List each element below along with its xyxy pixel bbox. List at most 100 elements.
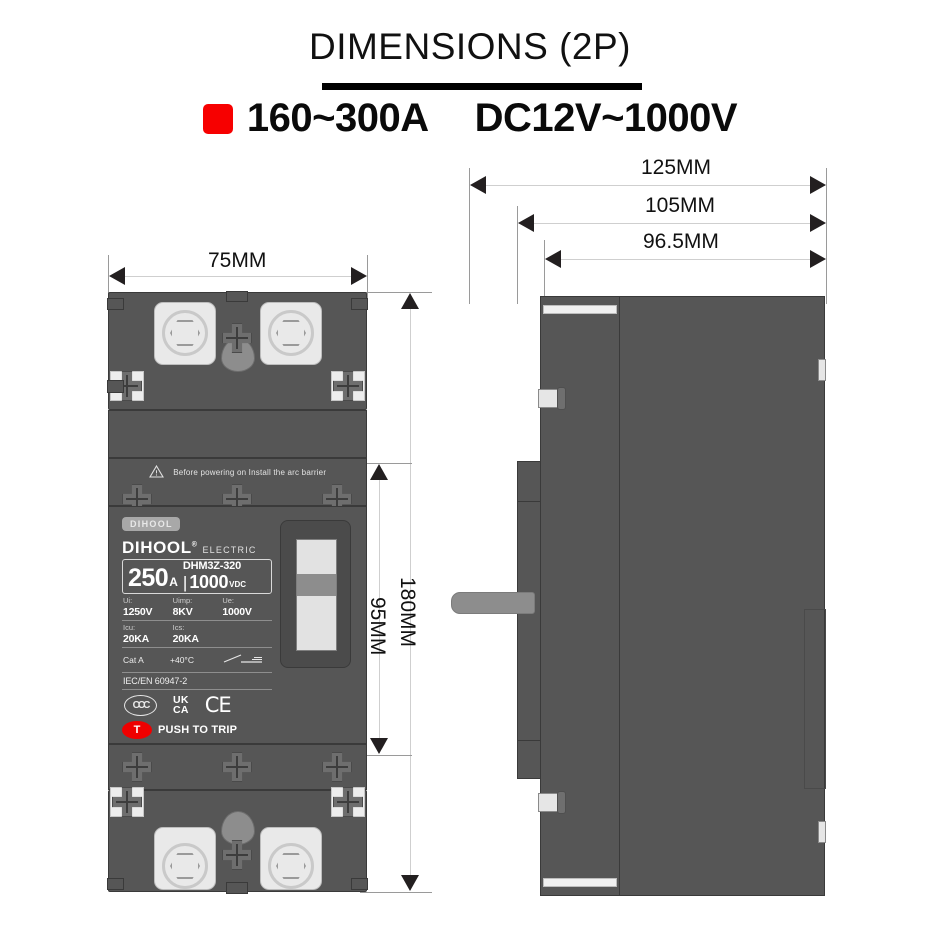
spec-row-ui: Ui: 1250V Uimp: 8KV Ue: 1000V [122, 594, 272, 622]
notch-bot-right [351, 878, 368, 890]
arc-warning-row: Before powering on Install the arc barri… [108, 462, 367, 480]
spec-ics-key: Ics: [172, 623, 185, 633]
notch-bot-left [107, 878, 124, 890]
ce-mark-icon: CE [204, 693, 232, 718]
handle-band [297, 574, 336, 596]
spec-row-icu: Icu: 20KA Ics: 20KA [122, 621, 272, 649]
dim-line-965 [546, 259, 825, 260]
spec-row-category: Cat A +40°C [122, 648, 272, 674]
front-view: Note: Unable to push the handle UP in th… [107, 291, 368, 894]
dim-arrow-95-bottom [370, 738, 388, 754]
voltage-value: 1000 [189, 572, 229, 592]
spec-ui: Ui: 1250V [123, 596, 173, 618]
ext-line-75-left [108, 255, 109, 300]
dim-line-180 [410, 294, 411, 890]
side-flange-upper [517, 461, 541, 504]
spec-ui-key: Ui: [123, 596, 133, 605]
page-title: DIMENSIONS (2P) [308, 26, 632, 67]
side-terminal-tab-bottom [557, 791, 566, 814]
handle-frame [280, 520, 351, 668]
ext-line-965-left [544, 240, 545, 304]
ukca-line-1: UK [173, 693, 189, 706]
dim-arrow-95-top [370, 464, 388, 480]
side-bottom-strip [543, 878, 617, 887]
standard-text: IEC/EN 60947-2 [122, 673, 272, 691]
ext-line-95-top [360, 463, 412, 464]
notch-top-left [107, 298, 124, 310]
hex-socket-top-right [276, 320, 306, 346]
category-value: Cat A [123, 655, 144, 666]
arc-warning-text: Before powering on Install the arc barri… [173, 468, 327, 477]
dim-arrow-75-right [351, 267, 367, 285]
front-band-upper [108, 410, 367, 458]
dim-line-125 [471, 185, 825, 186]
ext-line-125-right [826, 168, 827, 304]
spec-ue-key: Ue: [222, 596, 235, 605]
brand-suffix: ELECTRIC [202, 544, 257, 555]
model-number: DHM3Z-320 [182, 560, 241, 572]
brand-registered-mark: ® [191, 541, 198, 549]
dim-label-965: 96.5MM [643, 230, 719, 253]
spec-icu: Icu: 20KA [123, 624, 173, 645]
spec-blank [222, 624, 272, 645]
title-underline [322, 83, 642, 90]
side-top-strip [543, 305, 617, 314]
ccc-mark-icon: CCC [124, 695, 157, 717]
center-post-bottom [221, 811, 255, 845]
warning-triangle-icon [148, 464, 164, 478]
dim-arrow-180-bottom [401, 875, 419, 891]
spec-uimp: Uimp: 8KV [172, 596, 223, 618]
voltage-row: | 1000 VDC [183, 573, 246, 591]
push-to-trip-row[interactable]: T PUSH TO TRIP [122, 721, 272, 740]
spec-ics-value: 20KA [172, 632, 199, 645]
ext-line-105-left [517, 206, 518, 304]
product-label: DIHOOL DIHOOL® ELECTRIC 250 A DHM3Z-320 … [122, 514, 272, 740]
ukca-line-2: CA [173, 703, 189, 716]
terminal-screw-ring-top-left [162, 310, 208, 356]
dim-arrow-965-left [545, 250, 561, 268]
rating-right-column: DHM3Z-320 | 1000 VDC [178, 560, 246, 592]
terminal-screw-ring-bottom-left [162, 843, 208, 889]
side-terminal-tab-top [557, 387, 566, 410]
red-square-icon [202, 103, 233, 134]
dim-label-75: 75MM [208, 249, 267, 272]
temperature-value: +40°C [170, 655, 194, 666]
subtitle-row: 160~300A DC12V~1000V [0, 96, 940, 141]
side-view [451, 296, 839, 896]
spec-icu-value: 20KA [123, 632, 150, 645]
brand-text: DIHOOL [122, 538, 192, 557]
dim-arrow-180-top [401, 293, 419, 309]
terminal-screw-ring-top-right [268, 310, 314, 356]
dim-arrow-125-right [810, 176, 826, 194]
side-flange-lower [517, 739, 541, 779]
dim-label-125: 125MM [641, 156, 712, 179]
dihool-badge: DIHOOL [122, 517, 180, 531]
terminal-screw-ring-bottom-right [268, 843, 314, 889]
spec-uimp-key: Uimp: [172, 596, 193, 605]
dim-arrow-965-right [810, 250, 826, 268]
amperage-unit: A [169, 575, 178, 589]
dim-label-180: 180MM [396, 577, 419, 648]
center-post-top [221, 338, 255, 372]
toggle-handle[interactable] [296, 539, 337, 651]
spec-ics: Ics: 20KA [173, 624, 223, 645]
trip-button[interactable]: T [122, 721, 152, 740]
side-handle-lever[interactable] [451, 592, 535, 614]
brand-row: DIHOOL® ELECTRIC [122, 539, 272, 556]
ext-line-125-left [469, 168, 470, 304]
notch-top-right [351, 298, 368, 310]
ext-line-95-bottom [360, 755, 412, 756]
side-vent-slot-top [818, 359, 826, 381]
spec-ui-value: 1250V [123, 605, 153, 618]
rating-box: 250 A DHM3Z-320 | 1000 VDC [122, 559, 272, 594]
ext-line-180-top [360, 292, 432, 293]
side-vent-slot-bottom [818, 821, 826, 843]
dim-label-95: 95MM [366, 597, 389, 656]
ukca-mark-icon: UK CA [173, 693, 189, 716]
dim-line-75 [110, 276, 365, 277]
dim-line-95 [379, 465, 380, 753]
spec-ue: Ue: 1000V [222, 596, 272, 618]
breaker-symbol-icon [222, 651, 266, 669]
spec-ue-value: 1000V [222, 605, 252, 618]
